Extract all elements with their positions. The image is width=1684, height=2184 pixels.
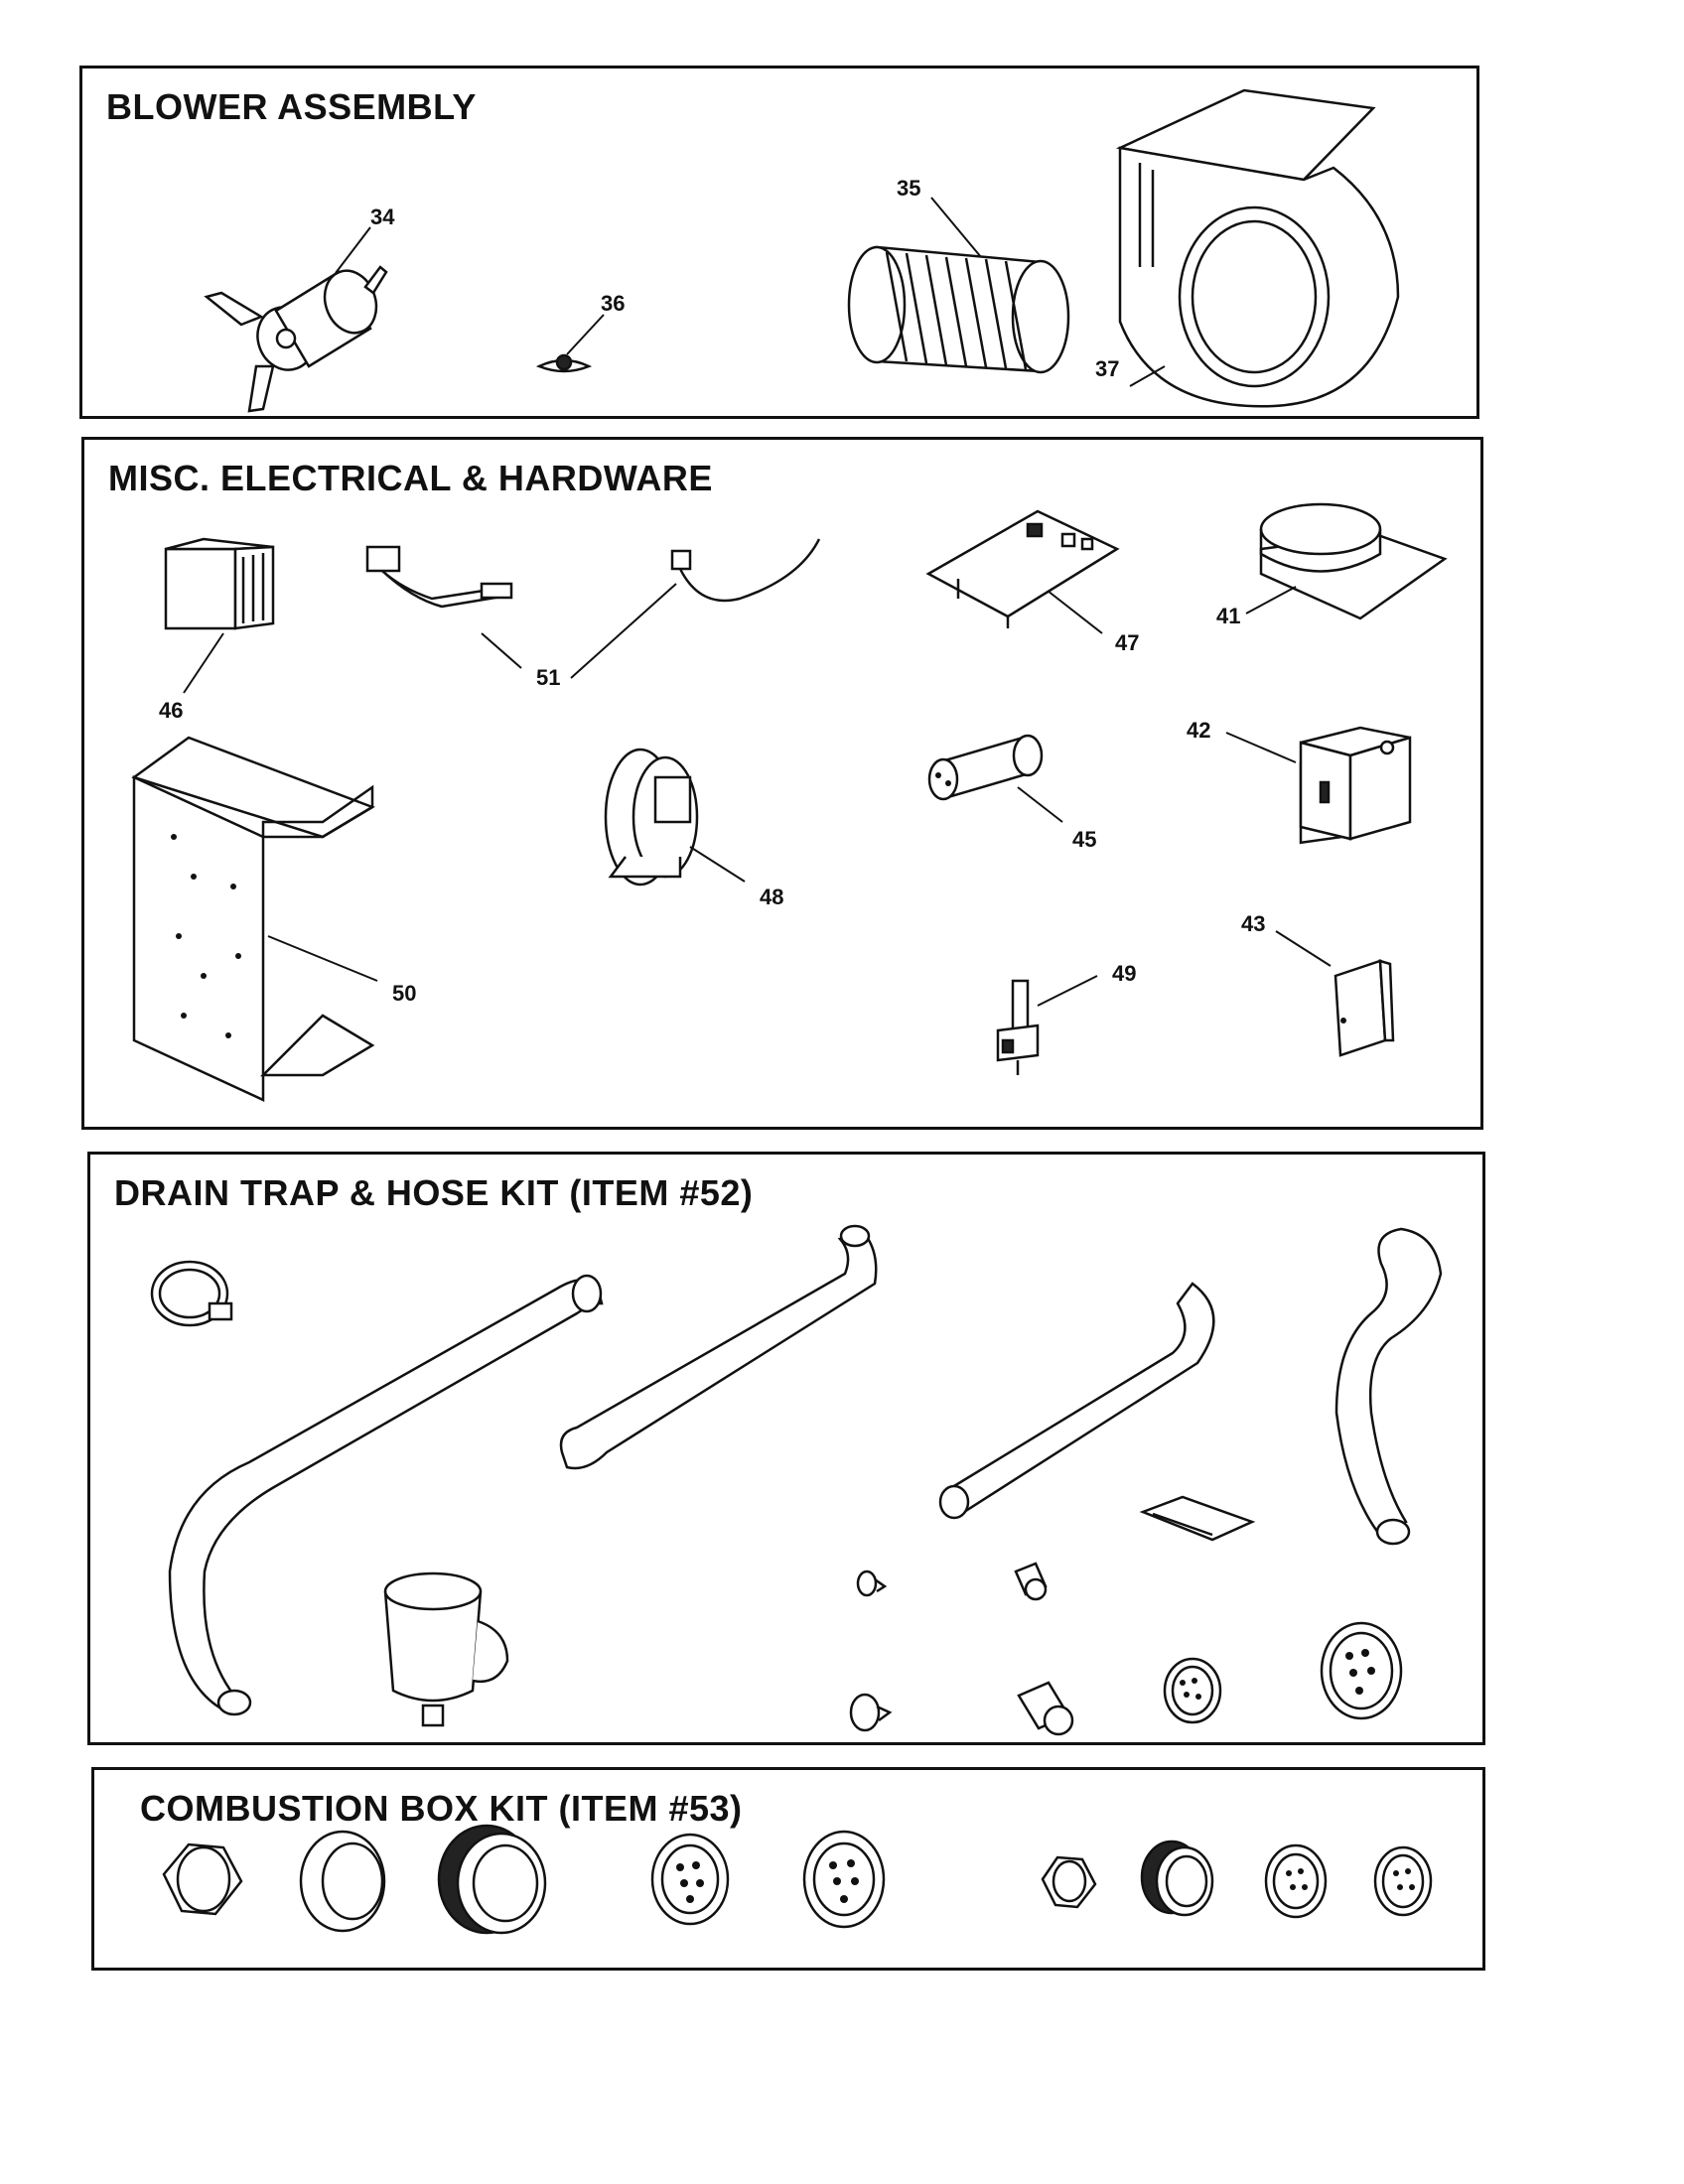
part-46-transformer	[164, 537, 275, 630]
leader-50	[267, 935, 378, 982]
leader-35	[566, 314, 605, 355]
leader-48	[689, 846, 746, 883]
part-50-control-panel	[131, 736, 375, 1102]
blower-assembly-panel: BLOWER ASSEMBLY 34 36	[79, 66, 1479, 419]
leader-42	[1225, 732, 1297, 763]
callout-41: 41	[1216, 604, 1240, 628]
callout-50: 50	[392, 981, 416, 1006]
drain-trap-title: DRAIN TRAP & HOSE KIT (ITEM #52)	[114, 1172, 754, 1213]
grommet-combustion-d-icon	[1373, 1845, 1433, 1917]
part-45-capacitor	[927, 734, 1044, 801]
callout-49: 49	[1112, 961, 1136, 986]
bushing-large-icon	[437, 1824, 547, 1935]
callout-48: 48	[760, 885, 783, 909]
combustion-box-drawing	[162, 1824, 1433, 1935]
blower-assembly-drawing: 34 36 35	[204, 88, 1400, 413]
part-36-blower-wheel	[847, 245, 1070, 374]
drain-trap-panel: DRAIN TRAP & HOSE KIT (ITEM #52)	[87, 1152, 1485, 1745]
callout-51: 51	[536, 665, 560, 690]
part-37-blower-housing	[1115, 88, 1400, 408]
hex-nut-small-icon	[1041, 1855, 1097, 1909]
callout-46: 46	[159, 698, 183, 723]
combustion-box-title: COMBUSTION BOX KIT (ITEM #53)	[140, 1788, 743, 1829]
callout-42: 42	[1187, 718, 1210, 743]
hose-clamp-large-icon	[150, 1260, 233, 1327]
part-47-control-board	[925, 509, 1120, 628]
leader-51a	[481, 632, 522, 669]
hose-clamp-small-icon	[849, 1570, 893, 1732]
part-42-junction-box	[1299, 726, 1412, 845]
gasket-strip-icon	[1139, 1495, 1256, 1542]
part-34-blower-motor	[204, 265, 388, 413]
callout-43: 43	[1241, 911, 1265, 936]
drain-hose-short	[938, 1282, 1215, 1520]
drain-trap-icon	[383, 1571, 509, 1727]
callout-34: 34	[370, 205, 395, 229]
callout-45: 45	[1072, 827, 1096, 852]
callout-36: 35	[897, 176, 920, 201]
leader-36	[930, 197, 982, 258]
grommet-small-icon	[1163, 1657, 1222, 1724]
part-41-flue-collar	[1259, 502, 1448, 620]
drain-hose-medium	[559, 1224, 878, 1470]
part-49-limit-switch	[996, 979, 1040, 1075]
leader-51b	[570, 583, 677, 679]
coupler-icon	[1014, 1562, 1074, 1736]
grommet-combustion-a-icon	[650, 1833, 730, 1926]
ring-large-icon	[299, 1830, 386, 1933]
leader-45	[1017, 786, 1063, 823]
part-35-blower-hub	[535, 353, 593, 373]
drain-hose-long	[168, 1274, 604, 1716]
misc-electrical-drawing: 46 51 47 41	[131, 502, 1448, 1102]
callout-47: 47	[1115, 630, 1139, 655]
leader-37	[1129, 365, 1166, 387]
grommet-large-icon	[1320, 1621, 1403, 1720]
leader-34	[335, 226, 371, 274]
grommet-combustion-b-icon	[802, 1830, 886, 1929]
misc-electrical-title: MISC. ELECTRICAL & HARDWARE	[108, 458, 713, 498]
callout-35: 36	[601, 291, 625, 316]
blower-assembly-title: BLOWER ASSEMBLY	[106, 86, 477, 127]
misc-electrical-panel: MISC. ELECTRICAL & HARDWARE 46 51	[81, 437, 1483, 1130]
grommet-combustion-c-icon	[1264, 1843, 1328, 1919]
part-43-cover-plate	[1333, 959, 1395, 1057]
leader-46	[183, 632, 224, 694]
drain-hose-curved	[1334, 1227, 1443, 1546]
leader-49	[1037, 975, 1098, 1007]
hex-nut-large-icon	[162, 1843, 243, 1916]
bushing-small-icon	[1140, 1840, 1214, 1917]
combustion-box-panel: COMBUSTION BOX KIT (ITEM #53)	[91, 1767, 1485, 1971]
leader-43	[1275, 930, 1332, 967]
leader-47	[1047, 590, 1103, 634]
leader-41	[1245, 586, 1297, 614]
part-51-wire-harness	[365, 538, 821, 609]
drain-trap-drawing	[150, 1224, 1443, 1736]
part-48-pressure-switch	[604, 748, 699, 887]
callout-37: 37	[1095, 356, 1119, 381]
